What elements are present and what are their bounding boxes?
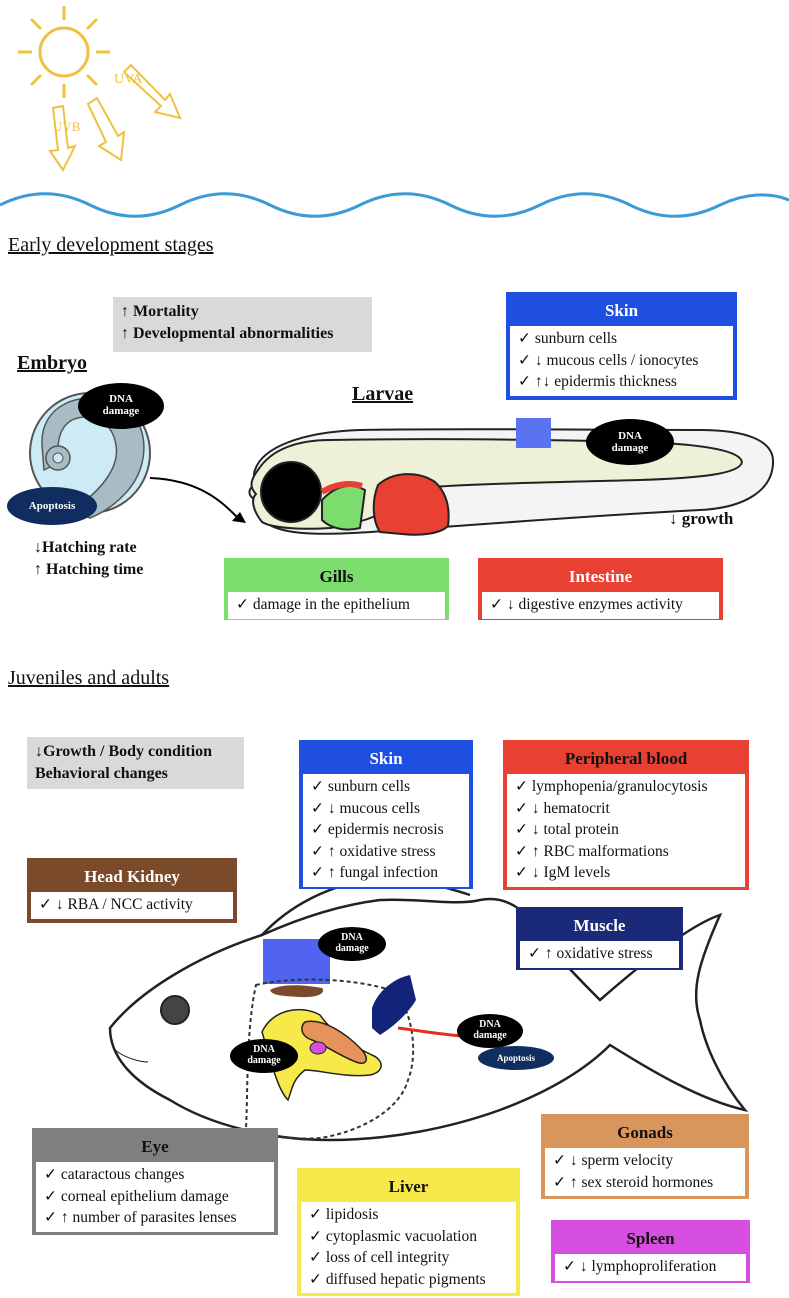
eye-box: Eye ✓ cataractous changes ✓ corneal epit…	[32, 1128, 278, 1235]
box-title: Intestine	[568, 567, 633, 586]
gonads-box: Gonads ✓ ↓ sperm velocity ✓ ↑ sex steroi…	[541, 1114, 749, 1199]
muscle-marker	[372, 975, 416, 1035]
skin-box-adult: Skin ✓ sunburn cells ✓ ↓ mucous cells ✓ …	[299, 740, 473, 889]
eye-marker	[160, 995, 190, 1025]
head-kidney-marker	[270, 985, 324, 998]
box-title: Gonads	[617, 1123, 673, 1142]
box-title: Skin	[604, 301, 639, 320]
box-title: Muscle	[573, 916, 626, 935]
box-title: Head Kidney	[84, 867, 180, 886]
box-title: Peripheral blood	[564, 749, 688, 768]
gills-box: Gills ✓ damage in the epithelium	[224, 558, 449, 620]
growth-label: ↓ growth	[669, 509, 734, 528]
water-surface	[0, 192, 789, 218]
box-title: Gills	[319, 567, 354, 586]
box-title: Skin	[369, 749, 403, 768]
dna-damage-oval	[78, 383, 164, 429]
head-kidney-box: Head Kidney ✓ ↓ RBA / NCC activity	[27, 858, 237, 923]
body-cavity-outline	[244, 978, 415, 1140]
skin-box-early: Skin ✓ sunburn cells ✓ ↓ mucous cells / …	[506, 292, 737, 400]
gonad-marker	[301, 1020, 367, 1064]
uv-arrow-icon	[48, 63, 182, 172]
effect-line: ↑ Mortality	[121, 303, 199, 320]
effect-line: ↑ Developmental abnormalities	[121, 325, 334, 342]
apoptosis-oval	[478, 1046, 554, 1070]
larvae-title: Larvae	[352, 383, 414, 405]
apoptosis-oval	[7, 487, 97, 525]
liver-box: Liver ✓ lipidosis ✓ cytoplasmic vacuolat…	[297, 1168, 520, 1296]
dna-damage-oval	[230, 1039, 298, 1073]
intestine-box: Intestine ✓ ↓ digestive enzymes activity	[478, 558, 723, 620]
apoptosis-label: Apoptosis	[28, 500, 76, 512]
muscle-box: Muscle ✓ ↑ oxidative stress	[516, 907, 683, 970]
box-title: Liver	[388, 1177, 429, 1196]
embryo-title: Embryo	[17, 352, 87, 374]
box-title: Eye	[141, 1137, 169, 1156]
section-title-early: Early development stages	[8, 234, 214, 256]
uvb-label: UVB	[53, 119, 81, 134]
sun-icon	[18, 6, 110, 98]
dna-damage-oval	[457, 1014, 523, 1048]
early-effects-box: ↑ Mortality ↑ Developmental abnormalitie…	[113, 297, 372, 352]
spleen-marker	[309, 1041, 327, 1055]
section-title-juveniles: Juveniles and adults	[8, 667, 170, 689]
effect-line: ↓Growth / Body condition	[35, 743, 213, 760]
dna-damage-oval	[586, 419, 674, 465]
uva-label: UVA	[114, 72, 143, 87]
peripheral-blood-box: Peripheral blood ✓ lymphopenia/granulocy…	[503, 740, 749, 890]
adult-effects-box: ↓Growth / Body condition Behavioral chan…	[27, 737, 244, 789]
spleen-box: Spleen ✓ ↓ lymphoproliferation	[551, 1220, 750, 1283]
dna-damage-oval	[318, 927, 386, 961]
effect-line: Behavioral changes	[35, 765, 168, 782]
hatching-effects: ↓Hatching rate ↑ Hatching time	[34, 539, 144, 578]
development-arrow-icon	[149, 477, 239, 519]
liver-marker	[261, 1008, 382, 1102]
apoptosis-label: Apoptosis	[496, 1053, 535, 1063]
box-title: Spleen	[626, 1229, 675, 1248]
